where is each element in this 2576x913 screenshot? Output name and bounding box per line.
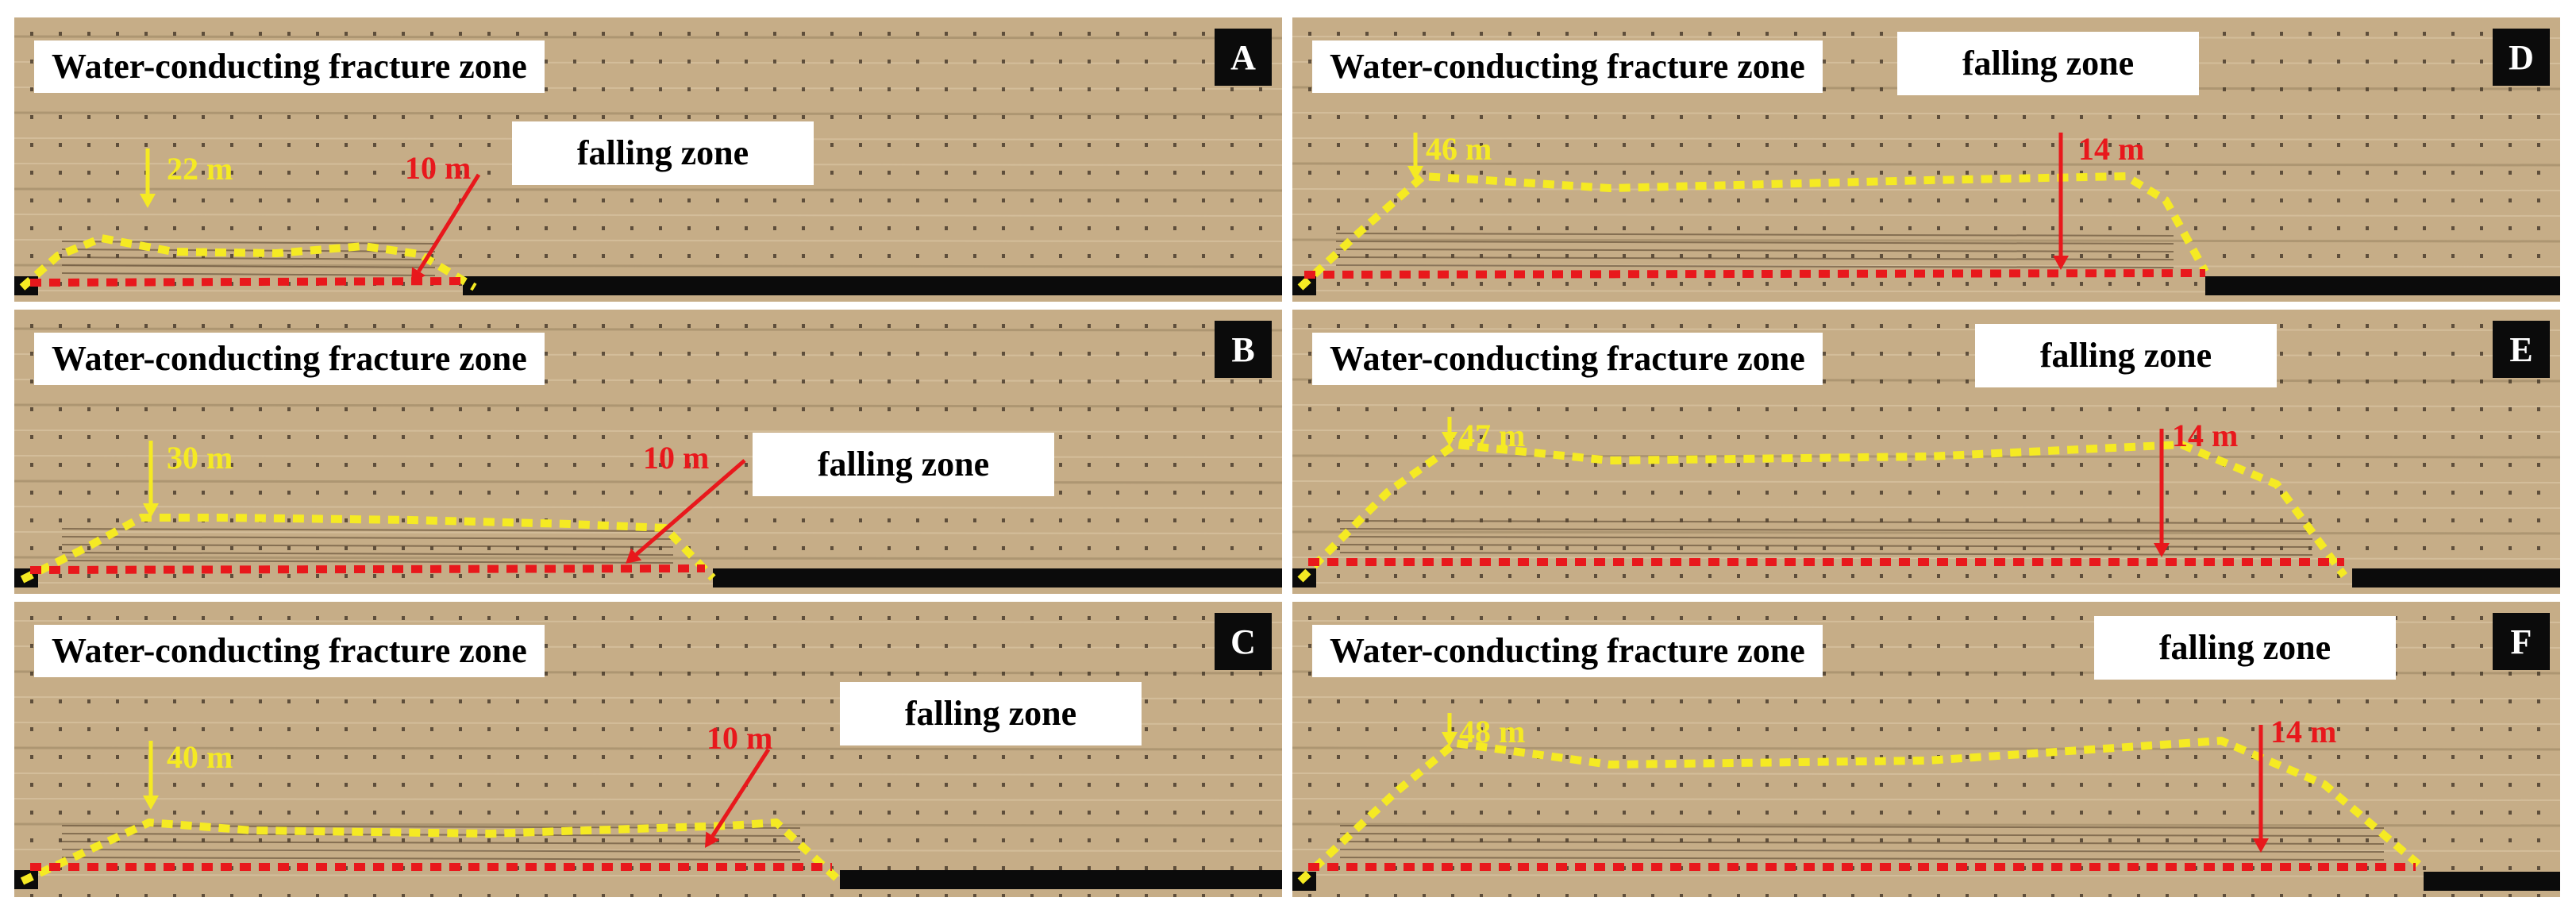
panel-c-fracture-height: 40 m bbox=[167, 739, 233, 775]
panel-f-title: Water-conducting fracture zone bbox=[1312, 625, 1823, 677]
panel-a-fracture-height: 22 m bbox=[167, 151, 233, 187]
panel-c: Water-conducting fracture zone falling z… bbox=[14, 602, 1282, 897]
panel-d-title: Water-conducting fracture zone bbox=[1312, 40, 1823, 93]
panel-f-overlay bbox=[1292, 713, 2560, 891]
panel-d-letter-badge: D bbox=[2493, 29, 2550, 86]
panel-e-title: Water-conducting fracture zone bbox=[1312, 333, 1823, 385]
panel-c-letter-badge: C bbox=[1215, 613, 1272, 670]
panel-b-falling-height: 10 m bbox=[643, 440, 710, 476]
panel-f-falling-height: 14 m bbox=[2270, 714, 2337, 749]
panel-c-overlay bbox=[14, 741, 1282, 889]
panel-f: Water-conducting fracture zone falling z… bbox=[1292, 602, 2560, 897]
panel-d-overlay bbox=[1292, 133, 2560, 295]
panel-a-falling-height: 10 m bbox=[405, 150, 472, 186]
panel-e: Water-conducting fracture zone falling z… bbox=[1292, 310, 2560, 594]
panel-d-fracture-height: 46 m bbox=[1426, 131, 1492, 167]
panel-b-letter-badge: B bbox=[1215, 321, 1272, 378]
panel-b: Water-conducting fracture zone falling z… bbox=[14, 310, 1282, 594]
panel-b-falling-zone-label: falling zone bbox=[753, 433, 1054, 496]
panel-e-letter-badge: E bbox=[2493, 321, 2550, 378]
panel-a-letter-badge: A bbox=[1215, 29, 1272, 86]
panel-e-fracture-height: 47 m bbox=[1459, 418, 1526, 453]
panel-d: Water-conducting fracture zone falling z… bbox=[1292, 17, 2560, 302]
panel-d-falling-height: 14 m bbox=[2078, 131, 2145, 167]
panel-c-texture bbox=[14, 602, 1282, 897]
panel-b-fracture-height: 30 m bbox=[167, 440, 233, 476]
panel-e-falling-height: 14 m bbox=[2172, 418, 2239, 453]
panel-f-letter-badge: F bbox=[2493, 613, 2550, 670]
panel-a: Water-conducting fracture zone falling z… bbox=[14, 17, 1282, 302]
panel-c-falling-height: 10 m bbox=[707, 720, 773, 756]
panel-e-falling-zone-label: falling zone bbox=[1975, 324, 2277, 387]
panel-f-falling-zone-label: falling zone bbox=[2094, 616, 2396, 680]
panel-b-title: Water-conducting fracture zone bbox=[34, 333, 545, 385]
panel-d-falling-zone-label: falling zone bbox=[1897, 32, 2199, 95]
panel-c-falling-zone-label: falling zone bbox=[840, 682, 1142, 745]
panel-f-fracture-height: 48 m bbox=[1459, 714, 1526, 749]
panel-a-title: Water-conducting fracture zone bbox=[34, 40, 545, 93]
panel-c-title: Water-conducting fracture zone bbox=[34, 625, 545, 677]
panel-a-overlay bbox=[14, 148, 1282, 295]
panel-b-overlay bbox=[14, 441, 1282, 587]
panel-a-falling-zone-label: falling zone bbox=[512, 121, 814, 185]
panel-e-overlay bbox=[1292, 417, 2560, 587]
